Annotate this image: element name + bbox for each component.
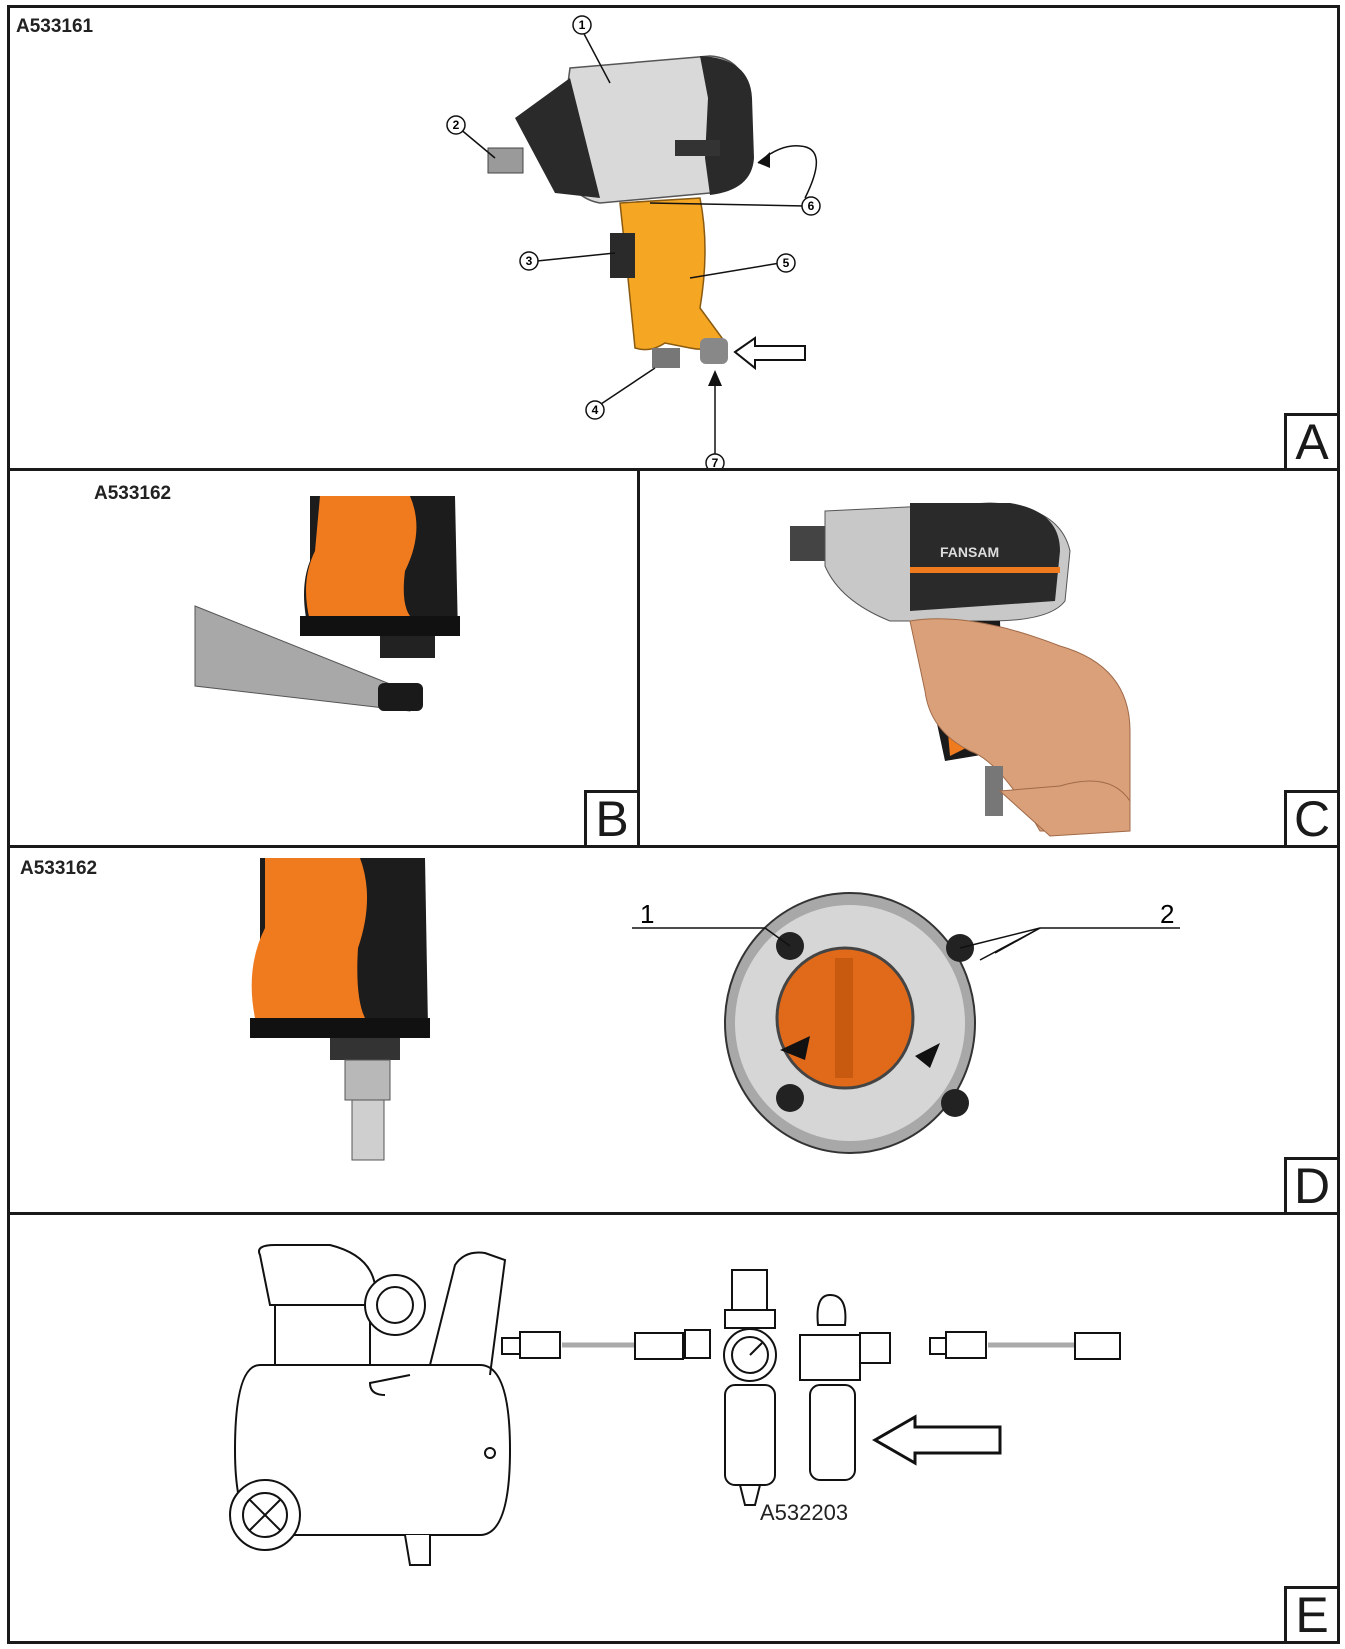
callout-label-1: 1	[579, 18, 586, 32]
panel-a: A533161	[7, 5, 1340, 471]
label-2: 2	[1160, 899, 1174, 929]
callout-4	[585, 400, 605, 420]
panel-a-code: A533161	[16, 16, 94, 37]
callout-1	[572, 15, 592, 35]
callout-label-3: 3	[526, 254, 533, 268]
callout-label-2: 2	[453, 118, 460, 132]
grip-cap-removal-photo	[194, 496, 460, 712]
panel-c: FANSAM C	[637, 468, 1340, 848]
model-code: A532203	[760, 1500, 849, 1525]
callout-label-5: 5	[783, 256, 790, 270]
callout-3	[519, 251, 539, 271]
panel-d-code: A533162	[20, 858, 98, 879]
panel-a-letter: A	[1284, 413, 1337, 468]
brand-logo: FANSAM	[940, 544, 999, 560]
panel-b-letter: B	[584, 790, 637, 845]
panel-b: A533162 B	[7, 468, 640, 848]
impact-wrench-diagram: 1 2 3 4 5 6 7	[446, 15, 821, 470]
panel-e: A532203 E	[7, 1212, 1340, 1644]
panel-c-letter: C	[1284, 790, 1337, 845]
panel-b-code: A533162	[94, 483, 172, 504]
coupler-and-regulator-photos: 1 2	[250, 858, 1180, 1161]
callout-5	[776, 253, 796, 273]
callout-6	[801, 196, 821, 216]
callout-label-6: 6	[808, 199, 815, 213]
panel-d: A533162 1 2 D	[7, 845, 1340, 1215]
compressor-setup-diagram	[229, 1244, 1121, 1566]
label-1: 1	[640, 899, 654, 929]
panel-e-letter: E	[1284, 1586, 1337, 1641]
panel-d-letter: D	[1284, 1157, 1337, 1212]
callout-label-4: 4	[592, 403, 599, 417]
callout-7	[705, 453, 725, 468]
callout-label-7: 7	[712, 456, 719, 470]
hand-holding-wrench-photo: FANSAM	[790, 502, 1131, 837]
callout-2	[446, 115, 466, 135]
